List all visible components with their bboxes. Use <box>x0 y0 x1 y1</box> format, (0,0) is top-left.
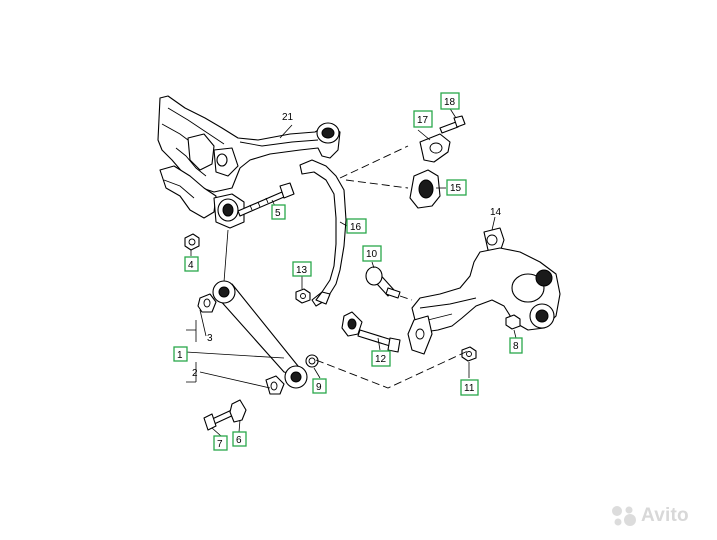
callout-label-3: 3 <box>207 333 213 344</box>
avito-logo-icon <box>612 506 636 526</box>
callout-7: 7 <box>213 435 228 451</box>
callout-label-15: 15 <box>450 183 462 194</box>
callout-9: 9 <box>312 378 327 394</box>
callout-label-9: 9 <box>316 382 322 393</box>
callout-6: 6 <box>232 431 247 447</box>
callout-14: 14 <box>490 207 502 218</box>
callout-label-13: 13 <box>296 265 308 276</box>
callout-2: 2 <box>192 368 198 379</box>
callout-3: 3 <box>207 333 213 344</box>
callout-5: 5 <box>271 204 286 220</box>
wheel-carrier-drawing <box>407 227 561 362</box>
callout-8: 8 <box>509 337 523 354</box>
callout-label-21: 21 <box>282 112 294 123</box>
callout-label-6: 6 <box>236 435 242 446</box>
callout-label-16: 16 <box>350 222 362 233</box>
callout-label-11: 11 <box>464 383 475 394</box>
callout-11: 11 <box>460 379 479 396</box>
callout-18: 18 <box>440 92 460 110</box>
callout-label-2: 2 <box>192 368 198 379</box>
callout-label-8: 8 <box>513 341 519 352</box>
callout-label-4: 4 <box>188 260 194 271</box>
callout-label-12: 12 <box>375 354 387 365</box>
callout-13: 13 <box>292 261 312 277</box>
callout-1: 1 <box>173 346 188 362</box>
callout-16: 16 <box>346 218 367 234</box>
callout-10: 10 <box>362 245 382 262</box>
callout-label-18: 18 <box>444 97 456 108</box>
callout-label-1: 1 <box>177 350 183 361</box>
subframe-drawing <box>157 95 341 251</box>
callout-label-14: 14 <box>490 207 502 218</box>
bolt-5-drawing <box>237 182 295 217</box>
avito-watermark: Avito <box>611 504 689 528</box>
callout-15: 15 <box>446 179 467 196</box>
callout-label-17: 17 <box>417 115 429 126</box>
assembly-lines <box>315 145 471 389</box>
callout-label-7: 7 <box>217 439 223 450</box>
lower-control-arm-drawing <box>197 229 319 431</box>
callout-21: 21 <box>282 112 294 123</box>
anti-roll-bar-drawing <box>295 159 347 307</box>
callout-label-5: 5 <box>275 208 281 219</box>
avito-watermark-text: Avito <box>641 505 689 526</box>
bar-mount-drawing <box>409 115 466 209</box>
drop-link-drawing <box>341 266 401 353</box>
leader-lines <box>185 106 518 437</box>
callout-4: 4 <box>184 256 199 272</box>
callout-17: 17 <box>413 110 433 128</box>
callout-12: 12 <box>371 350 391 367</box>
callout-label-10: 10 <box>366 249 378 260</box>
